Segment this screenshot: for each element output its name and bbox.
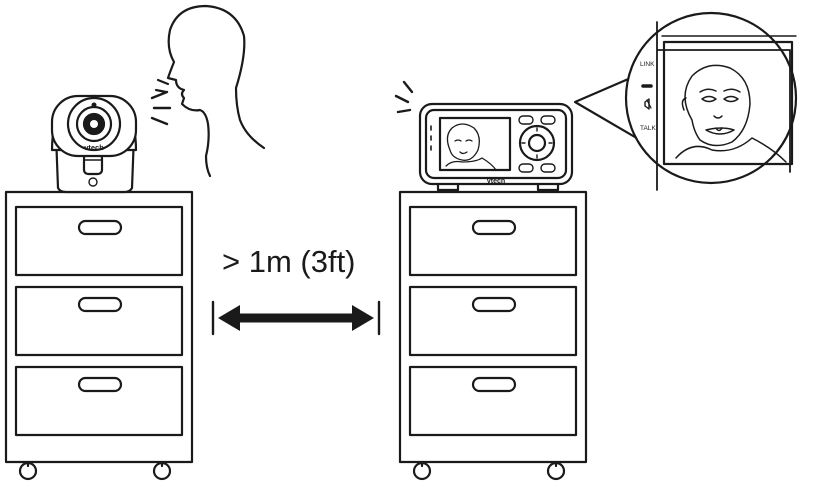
camera-sound-lines (150, 90, 172, 126)
zoom-link-label: LINK (640, 61, 655, 68)
distance-label: > 1m (3ft) (222, 244, 356, 279)
voice-lines (154, 78, 170, 94)
left-cabinet (4, 190, 194, 481)
monitor-brand-text: vtech (487, 178, 505, 185)
zoom-talk-label: TALK (640, 125, 656, 132)
right-cabinet (398, 190, 588, 481)
camera-brand-text: vtech (84, 143, 104, 152)
parent-monitor: vtech (418, 102, 574, 192)
person-profile (166, 4, 266, 178)
zoom-callout: LINK TALK (573, 11, 798, 191)
distance-arrow (211, 300, 381, 336)
baby-camera: vtech (50, 94, 138, 194)
monitor-sound-lines (394, 80, 414, 114)
